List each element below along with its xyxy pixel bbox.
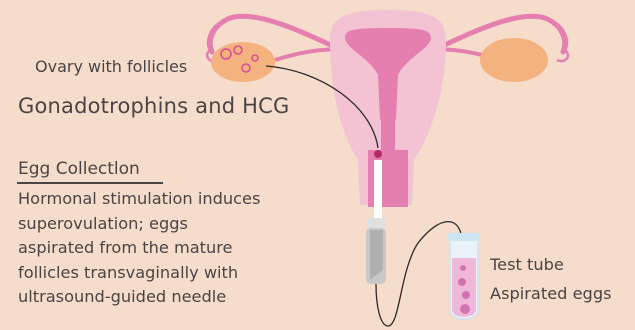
description-text: Hormonal stimulation induces superovulat… <box>18 187 260 310</box>
ovary-label: Ovary with follicles <box>35 57 187 76</box>
aspirated-egg <box>458 278 466 286</box>
left-ovary <box>211 42 275 82</box>
right-ovary <box>480 38 548 82</box>
description-line: superovulation; eggs <box>18 212 260 237</box>
section-heading: Egg Collectlon <box>18 159 140 179</box>
description-line: ultrasound-guided needle <box>18 285 260 310</box>
test-tube-label: Test tube <box>490 255 564 274</box>
description-line: follicles transvaginally with <box>18 261 260 286</box>
aspirated-egg <box>460 304 470 314</box>
description-line: Hormonal stimulation induces <box>18 187 260 212</box>
description-line: aspirated from the mature <box>18 236 260 261</box>
aspirated-eggs-label: Aspirated eggs <box>490 284 612 303</box>
test-tube <box>448 233 480 319</box>
aspirated-egg <box>462 291 470 299</box>
aspirated-egg <box>460 265 466 271</box>
cervical-canal <box>381 118 395 153</box>
diagram-title: Gonadotrophins and HCG <box>18 94 289 118</box>
heading-underline <box>17 182 163 184</box>
